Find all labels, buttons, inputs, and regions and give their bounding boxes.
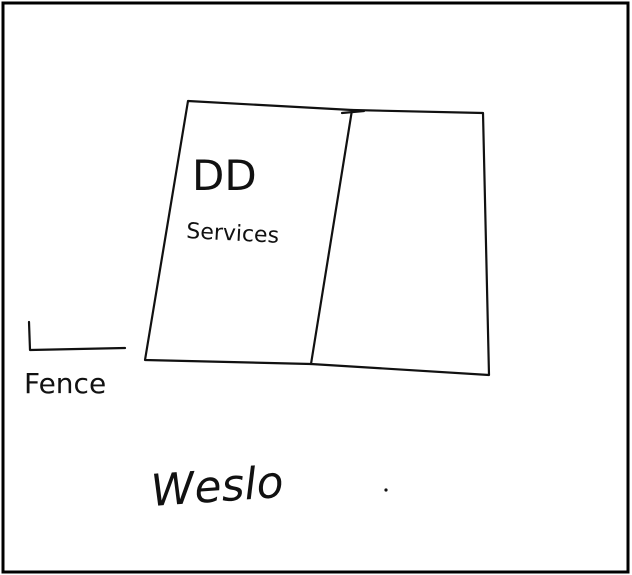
fence-label: Fence bbox=[24, 367, 106, 400]
building-subtitle: Services bbox=[186, 219, 280, 249]
building-title: DD bbox=[192, 151, 257, 200]
fence-line bbox=[27, 320, 127, 352]
signature: Weslo bbox=[149, 457, 285, 517]
stray-dot bbox=[384, 488, 388, 492]
building-right-panel bbox=[309, 108, 491, 377]
divider-tick bbox=[340, 109, 366, 115]
